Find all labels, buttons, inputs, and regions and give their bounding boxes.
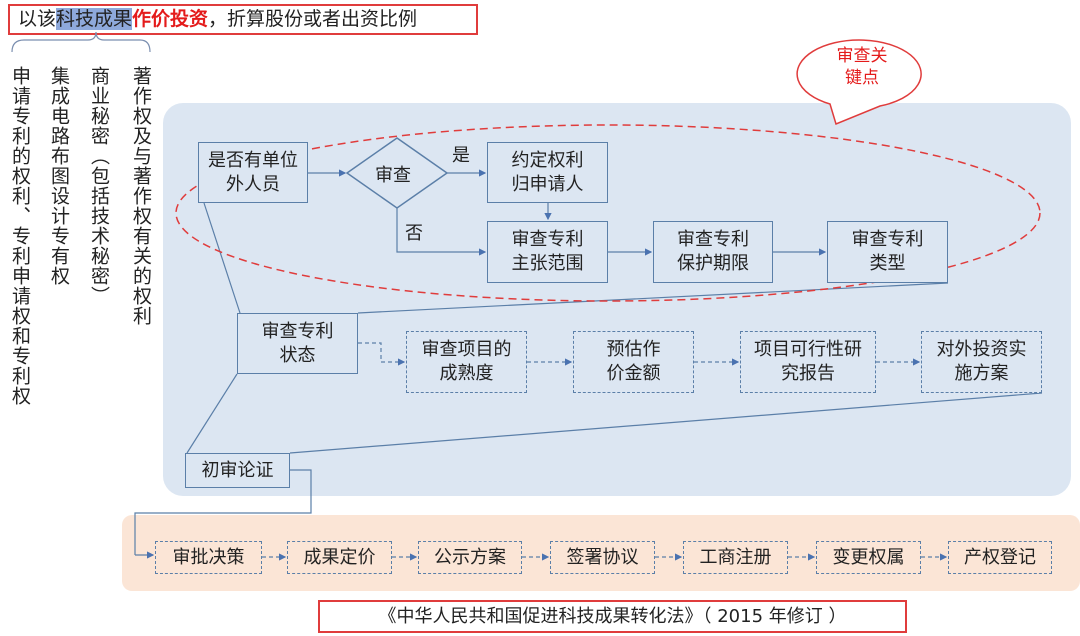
- title-post: ，折算股份或者出资比例: [208, 8, 418, 30]
- step-property-registration: 产权登记: [948, 541, 1052, 574]
- step-transfer-ownership: 变更权属: [816, 541, 921, 574]
- no-label: 否: [405, 223, 423, 244]
- title-pre: 以该: [18, 8, 57, 30]
- step-pricing: 成果定价: [287, 541, 392, 574]
- yes-label: 是: [452, 145, 470, 166]
- callout-bubble: [796, 39, 922, 126]
- key-points-ellipse: [175, 124, 1041, 302]
- step-publicity: 公示方案: [418, 541, 522, 574]
- estimate-price-box: 预估作价金额: [573, 331, 694, 393]
- patent-status-box: 审查专利状态: [237, 313, 358, 374]
- patent-type-box: 审查专利类型: [827, 221, 948, 283]
- initial-review-box: 初审论证: [185, 453, 290, 488]
- step-business-registration: 工商注册: [683, 541, 788, 574]
- project-maturity-box: 审查项目的成熟度: [406, 331, 527, 393]
- category-patent: 申请专利的权利、专利申请权和专利权: [9, 66, 31, 406]
- step-approval: 审批决策: [155, 541, 262, 574]
- title-banner: 以该科技成果作价投资，折算股份或者出资比例: [8, 4, 478, 35]
- review-diamond: [345, 137, 449, 209]
- law-reference: 《中华人民共和国促进科技成果转化法》（ 2015 年修订 ）: [318, 600, 907, 633]
- patent-scope-box: 审查专利主张范围: [487, 221, 608, 283]
- callout-line1: 审查关: [836, 46, 888, 66]
- investment-plan-box: 对外投资实施方案: [921, 331, 1042, 393]
- agree-rights-box: 约定权利归申请人: [487, 142, 608, 203]
- category-ic-layout: 集成电路布图设计专有权: [48, 66, 70, 286]
- diamond-label: 审查: [375, 165, 411, 186]
- category-copyright: 著作权及与著作权有关的权利: [130, 66, 152, 326]
- callout-line2: 键点: [845, 68, 879, 88]
- feasibility-report-box: 项目可行性研究报告: [740, 331, 876, 393]
- title-emphasis: 作价投资: [132, 8, 209, 30]
- patent-term-box: 审查专利保护期限: [653, 221, 773, 283]
- brace: [11, 31, 151, 53]
- key-points-callout: 审查关键点: [804, 45, 920, 89]
- category-trade-secret: 商业秘密（包括技术秘密）: [88, 66, 110, 306]
- step-sign-agreement: 签署协议: [550, 541, 655, 574]
- external-personnel-box: 是否有单位外人员: [198, 142, 308, 203]
- title-highlight: 科技成果: [56, 8, 133, 30]
